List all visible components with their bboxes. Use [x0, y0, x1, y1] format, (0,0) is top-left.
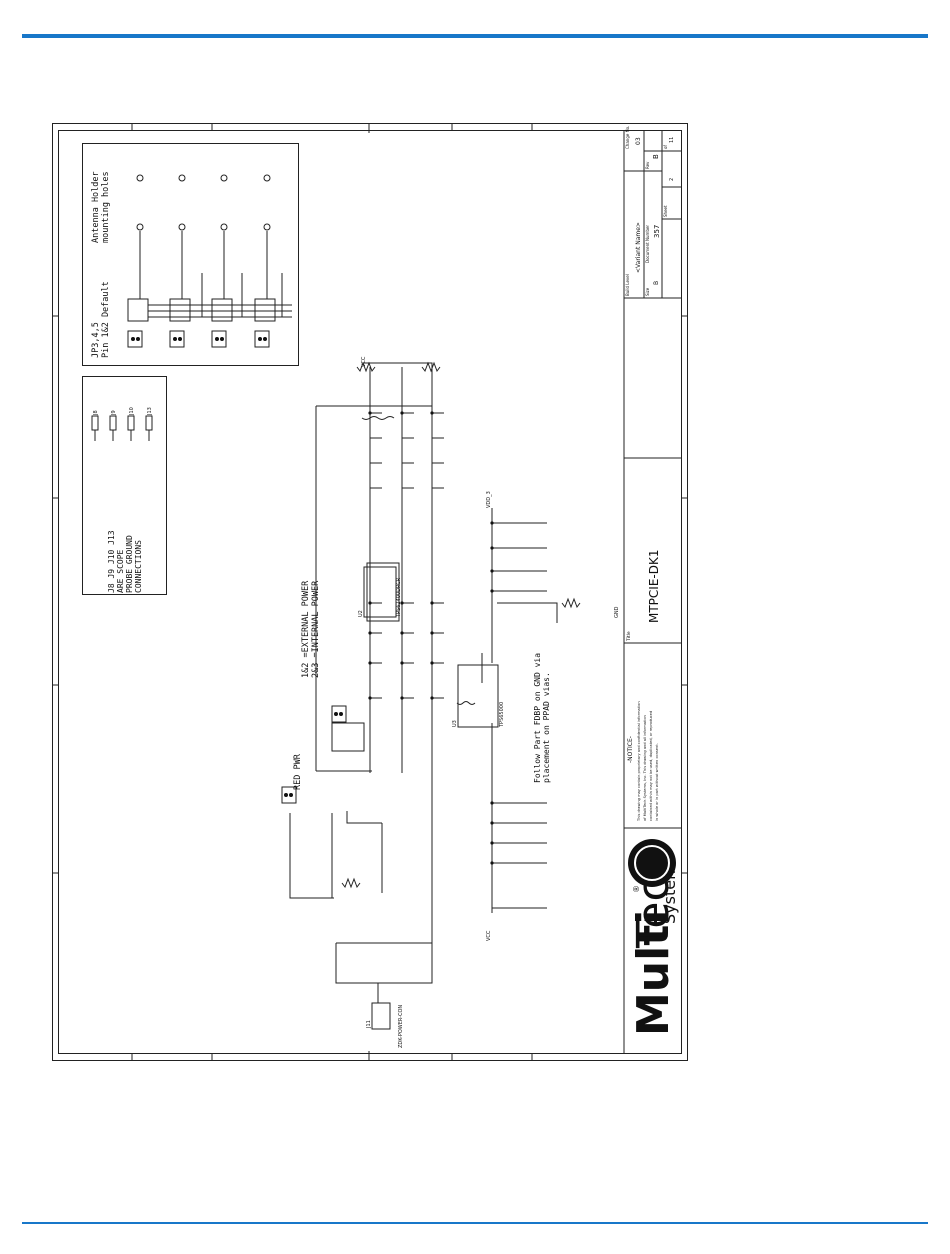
power-note-line-1: 1&2 =EXTERNAL POWER: [301, 580, 311, 678]
probe-pins: [91, 415, 153, 441]
build-level-label: Build Level: [625, 274, 630, 296]
size-label: Size: [645, 287, 650, 296]
doc-number-label: Document Number: [645, 225, 650, 263]
connector-j11: [371, 1002, 391, 1030]
header-rule: [22, 34, 928, 38]
follow-note-line-1: Follow Part FDBP on GND via: [533, 653, 542, 783]
doc-number-value: 357: [653, 225, 661, 238]
ic-u3: [457, 664, 499, 728]
rev-value: B: [652, 154, 660, 159]
ic-u2-part: TPS62400DRCR: [396, 577, 402, 618]
net-vcc-bottom: VCC: [486, 930, 492, 941]
schematic-drawing: Antenna Holder mounting holes JP3,4,5 Pi…: [52, 123, 688, 1061]
capacitor-bank-wires: [481, 508, 558, 913]
probe-label-j9: J9: [111, 410, 117, 416]
probe-label-j8: J8: [93, 410, 99, 416]
notice-line-4: in whole or in part without written cons…: [655, 743, 659, 821]
notice-line-3: contained within may not be used, duplic…: [649, 711, 653, 821]
ic-u3-label: U3: [452, 720, 458, 727]
jumper-jp13: [281, 786, 297, 804]
jumper-j2: [331, 705, 347, 723]
jp-note-line-2: Pin 1&2 Default: [101, 281, 111, 358]
follow-note-line-2: placement on PPAD vias.: [542, 672, 551, 783]
sheet-inner-border: [58, 130, 682, 1054]
footer-rule: [22, 1222, 928, 1224]
size-value: B: [653, 281, 660, 285]
probe-label-j13: J13: [147, 407, 153, 416]
notice-title: -NOTICE-: [627, 736, 634, 763]
brand-registered: ®: [632, 885, 641, 893]
probe-note-line-4: CONNECTIONS: [134, 540, 143, 593]
net-vcc-top: VCC: [361, 356, 367, 367]
power-note-line-2: 2&3 =INTERNAL POWER: [311, 580, 321, 678]
change-no-value: 03: [635, 137, 642, 145]
title-value: MTPCIE-DK1: [647, 550, 661, 624]
probe-note-line-1: J8 J9 J10 J13: [107, 530, 116, 593]
probe-ground-box: [82, 376, 167, 595]
jp-note-line-1: JP3,4,5: [91, 322, 101, 358]
passive-components: [341, 361, 581, 889]
power-junction-dots: [368, 411, 434, 700]
notice-line-2: of MultiTech Systems, Inc. This drawing …: [643, 715, 647, 821]
antenna-note-line-2: mounting holes: [101, 171, 111, 243]
probe-label-j10: J10: [129, 407, 135, 416]
variant-name: <Variant Name>: [635, 222, 642, 273]
multitech-logo: Multi Tech ® Systems: [628, 839, 679, 1036]
brand-multi: Multi: [628, 910, 679, 1036]
probe-note-line-2: ARE SCOPE: [116, 549, 125, 593]
sheet-outer-border: [52, 123, 688, 1061]
logo-ring: [634, 845, 670, 881]
sheet-total: 11: [669, 137, 675, 143]
probe-note-line-3: PROBE GROUND: [125, 535, 134, 593]
schematic-sheet: Antenna Holder mounting holes JP3,4,5 Pi…: [52, 123, 688, 1061]
antenna-holder-box: [82, 143, 299, 366]
capacitor-bank-dots: [490, 521, 494, 865]
net-gnd: GND: [614, 606, 620, 618]
connector-j11-label: J11: [366, 1020, 372, 1029]
antenna-jumpers: [127, 174, 292, 348]
rev-label: Rev: [645, 161, 650, 169]
sheet-label: Sheet: [663, 205, 668, 217]
ic-u2: [363, 566, 397, 618]
title-block-frame: [623, 130, 682, 1054]
connector-j11-part: ZDK-POWER-CON: [398, 1005, 404, 1048]
net-vdd: VDD_3: [486, 491, 492, 508]
notice-line-1: This drawing may contain proprietary and…: [637, 701, 641, 822]
jumper-dots: [131, 337, 267, 341]
change-no-label: Change No.: [625, 126, 630, 149]
power-circuit-wires: [289, 362, 444, 1030]
ic-u2-label: U2: [358, 610, 364, 617]
red-pwr-label: RED PWR: [293, 753, 303, 790]
antenna-note-line-1: Antenna Holder: [91, 171, 101, 243]
zone-ticks: [52, 123, 688, 1061]
of-label: of: [663, 145, 668, 149]
ic-u3-part: TPS65000: [499, 702, 505, 728]
title-label: Title: [626, 631, 632, 642]
sheet-number: 2: [669, 178, 675, 181]
